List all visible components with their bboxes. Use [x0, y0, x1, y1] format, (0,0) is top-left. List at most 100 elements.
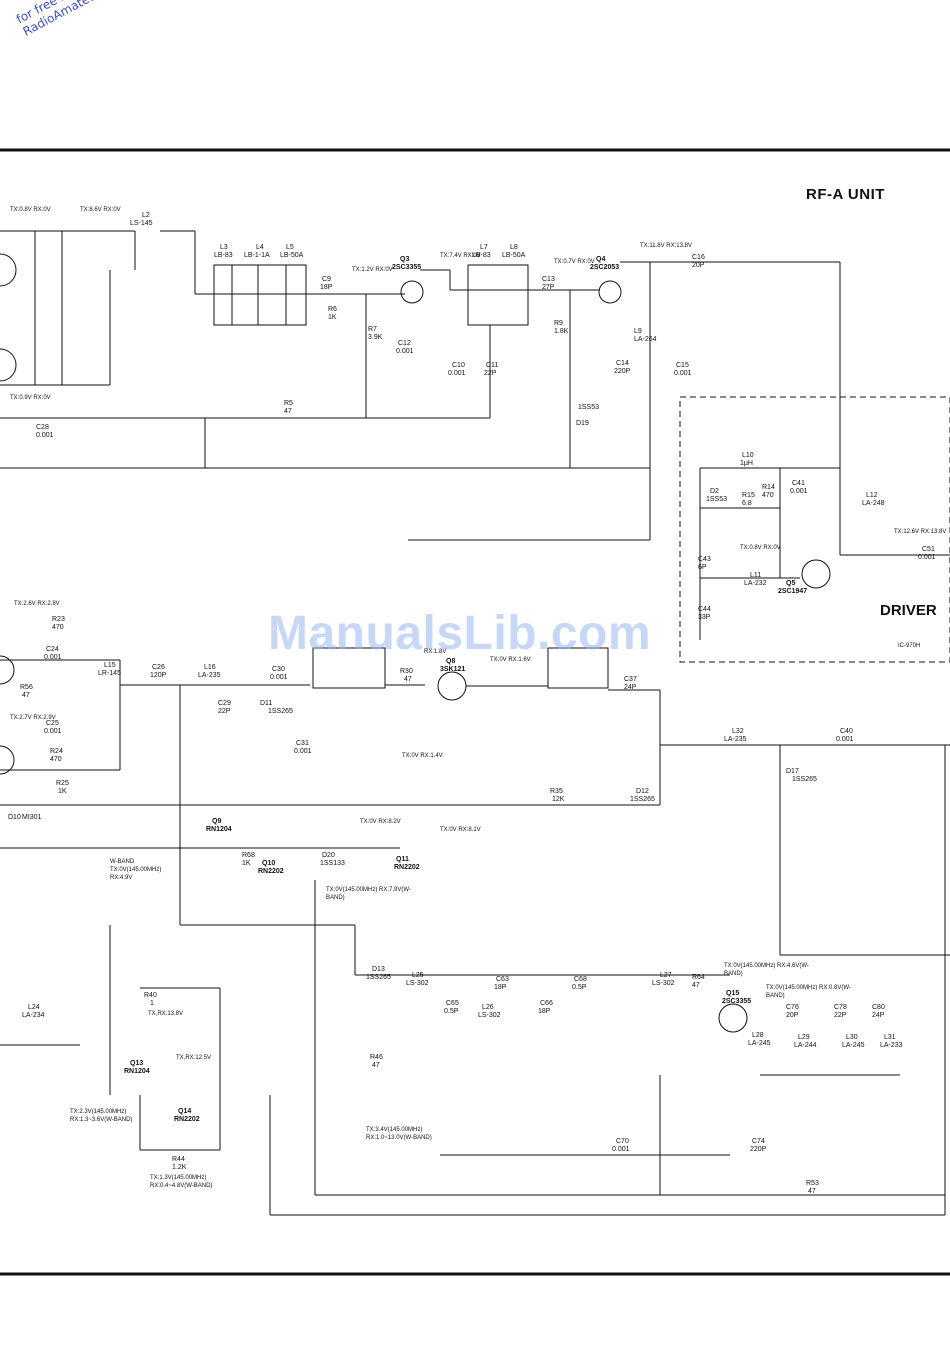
voltage-note: TX:0V RX:1.4V [402, 753, 443, 759]
transistor-part: 2SC1947 [778, 588, 808, 595]
resistor-value: 470 [52, 624, 64, 631]
coil-ref: L32 [732, 728, 744, 735]
capacitor-ref: C43 [698, 556, 711, 563]
voltage-note: TX:7.4V RX:0V [440, 253, 481, 259]
diode-part: 1SS265 [792, 776, 817, 783]
voltage-note: TX:0.9V RX:0V [10, 395, 51, 401]
capacitor-value: 0.001 [448, 370, 466, 377]
coil-part: LA-264 [634, 336, 657, 343]
resistor-ref: R40 [144, 992, 157, 999]
transistor-ref: Q4 [596, 256, 606, 263]
capacitor-value: 220P [750, 1146, 767, 1153]
capacitor-value: 0.5P [444, 1008, 459, 1015]
resistor-ref: R68 [242, 852, 255, 859]
capacitor-value: 27P [542, 284, 555, 291]
diode-ref: D2 [710, 488, 719, 495]
diode-ref: D10 [8, 814, 21, 821]
capacitor-value: 0.001 [396, 348, 414, 355]
coil-part: LS-302 [478, 1012, 501, 1019]
capacitor-value: 18P [538, 1008, 551, 1015]
diode-part: 1SS53 [578, 404, 600, 411]
voltage-note: RX:1.8V [424, 649, 447, 655]
resistor-value: 1K [242, 860, 251, 867]
coil-ref: L11 [750, 572, 762, 579]
diode-part: 1SS265 [268, 708, 293, 715]
coil-part: LB-50A [280, 252, 304, 259]
resistor-ref: R35 [550, 788, 563, 795]
voltage-note: TX:3.4V(145.00MHz) RX:1.0~13.0V(W-BAND) [366, 1127, 432, 1141]
capacitor-ref: C68 [574, 976, 587, 983]
coil-part: LA-245 [748, 1040, 771, 1047]
capacitor-value: 0.001 [294, 748, 312, 755]
resistor-value: 470 [762, 492, 774, 499]
capacitor-value: 0.001 [44, 728, 62, 735]
transistor-ref: Q3 [400, 256, 410, 263]
voltage-note: TX:0V(145.00MHz) RX:0.8V(W-BAND) [766, 985, 851, 999]
capacitor-ref: C63 [496, 976, 509, 983]
capacitor-value: 0.001 [918, 554, 936, 561]
transistor-part: 2SC3355 [392, 264, 422, 271]
coil-part: LS-302 [406, 980, 429, 987]
coil-ref: L16 [204, 664, 216, 671]
voltage-note: TX:1.2V RX:0V [352, 267, 393, 273]
resistor-ref: R25 [56, 780, 69, 787]
diode-part: 1SS53 [706, 496, 728, 503]
diode-part: 1SS265 [630, 796, 655, 803]
coil-part: LB-50A [502, 252, 526, 259]
transistor-ref: Q10 [262, 860, 276, 867]
diode-ref: D20 [322, 852, 335, 859]
diode-ref: D13 [372, 966, 385, 973]
voltage-note: TX:2.7V RX:2.9V [10, 715, 56, 721]
resistor-value: 47 [808, 1188, 816, 1195]
resistor-ref: R56 [20, 684, 33, 691]
coil-ref: L31 [884, 1034, 896, 1041]
transistor-ref: Q15 [726, 990, 740, 997]
resistor-value: 1 [150, 1000, 154, 1007]
capacitor-ref: C30 [272, 666, 285, 673]
voltage-note: TX:8.6V RX:0V [80, 207, 121, 213]
capacitor-value: 0.001 [270, 674, 288, 681]
voltage-note: TX:0V RX:8.1V [440, 827, 481, 833]
coil-part: LA-235 [724, 736, 747, 743]
transistor-ref: Q5 [786, 580, 796, 587]
transistor-part: 3SK121 [440, 666, 466, 673]
voltage-note: TX:1.3V(145.00MHz) RX:0.4~4.8V(W-BAND) [150, 1175, 213, 1189]
resistor-value: 47 [22, 692, 30, 699]
coil-part: LA-232 [744, 580, 767, 587]
coil-part: LA-234 [22, 1012, 45, 1019]
capacitor-ref: C9 [322, 276, 331, 283]
resistor-ref: R30 [400, 668, 413, 675]
capacitor-value: 120P [150, 672, 167, 679]
transistor-part: RN1204 [124, 1068, 150, 1075]
capacitor-ref: C66 [540, 1000, 553, 1007]
resistor-ref: R44 [172, 1156, 185, 1163]
transistor-part: RN2202 [258, 868, 284, 875]
capacitor-ref: C44 [698, 606, 711, 613]
coil-ref: L2 [142, 212, 150, 219]
coil-ref: L25 [412, 972, 424, 979]
voltage-note: TX:0V(145.00MHz) RX:4.6V(W-BAND) [724, 963, 809, 977]
diode-ref: D12 [636, 788, 649, 795]
transistor-ref: Q11 [396, 856, 409, 863]
capacitor-value: 0.001 [674, 370, 692, 377]
transistor-part: 2SC3355 [722, 998, 752, 1005]
capacitor-ref: C13 [542, 276, 555, 283]
voltage-note: TX:0.8V RX:0V [10, 207, 51, 213]
capacitor-ref: C26 [152, 664, 165, 671]
capacitor-ref: C24 [46, 646, 59, 653]
coil-part: LA-244 [794, 1042, 817, 1049]
diode-part: 1SS265 [366, 974, 391, 981]
capacitor-ref: C15 [676, 362, 689, 369]
capacitor-ref: C41 [792, 480, 805, 487]
coil-ref: L7 [480, 244, 488, 251]
voltage-note: TX:0.8V RX:0V [740, 545, 781, 551]
diode-part: MI301 [22, 814, 42, 821]
voltage-note: TX,RX:12.5V [176, 1055, 212, 1061]
transistor-part: RN2202 [394, 864, 420, 871]
diode-ref: D11 [260, 700, 273, 707]
capacitor-value: 0.001 [790, 488, 808, 495]
watermark: ManualsLib.com [268, 607, 652, 660]
resistor-ref: R7 [368, 326, 377, 333]
capacitor-ref: C65 [446, 1000, 459, 1007]
resistor-value: 3.9K [368, 334, 383, 341]
